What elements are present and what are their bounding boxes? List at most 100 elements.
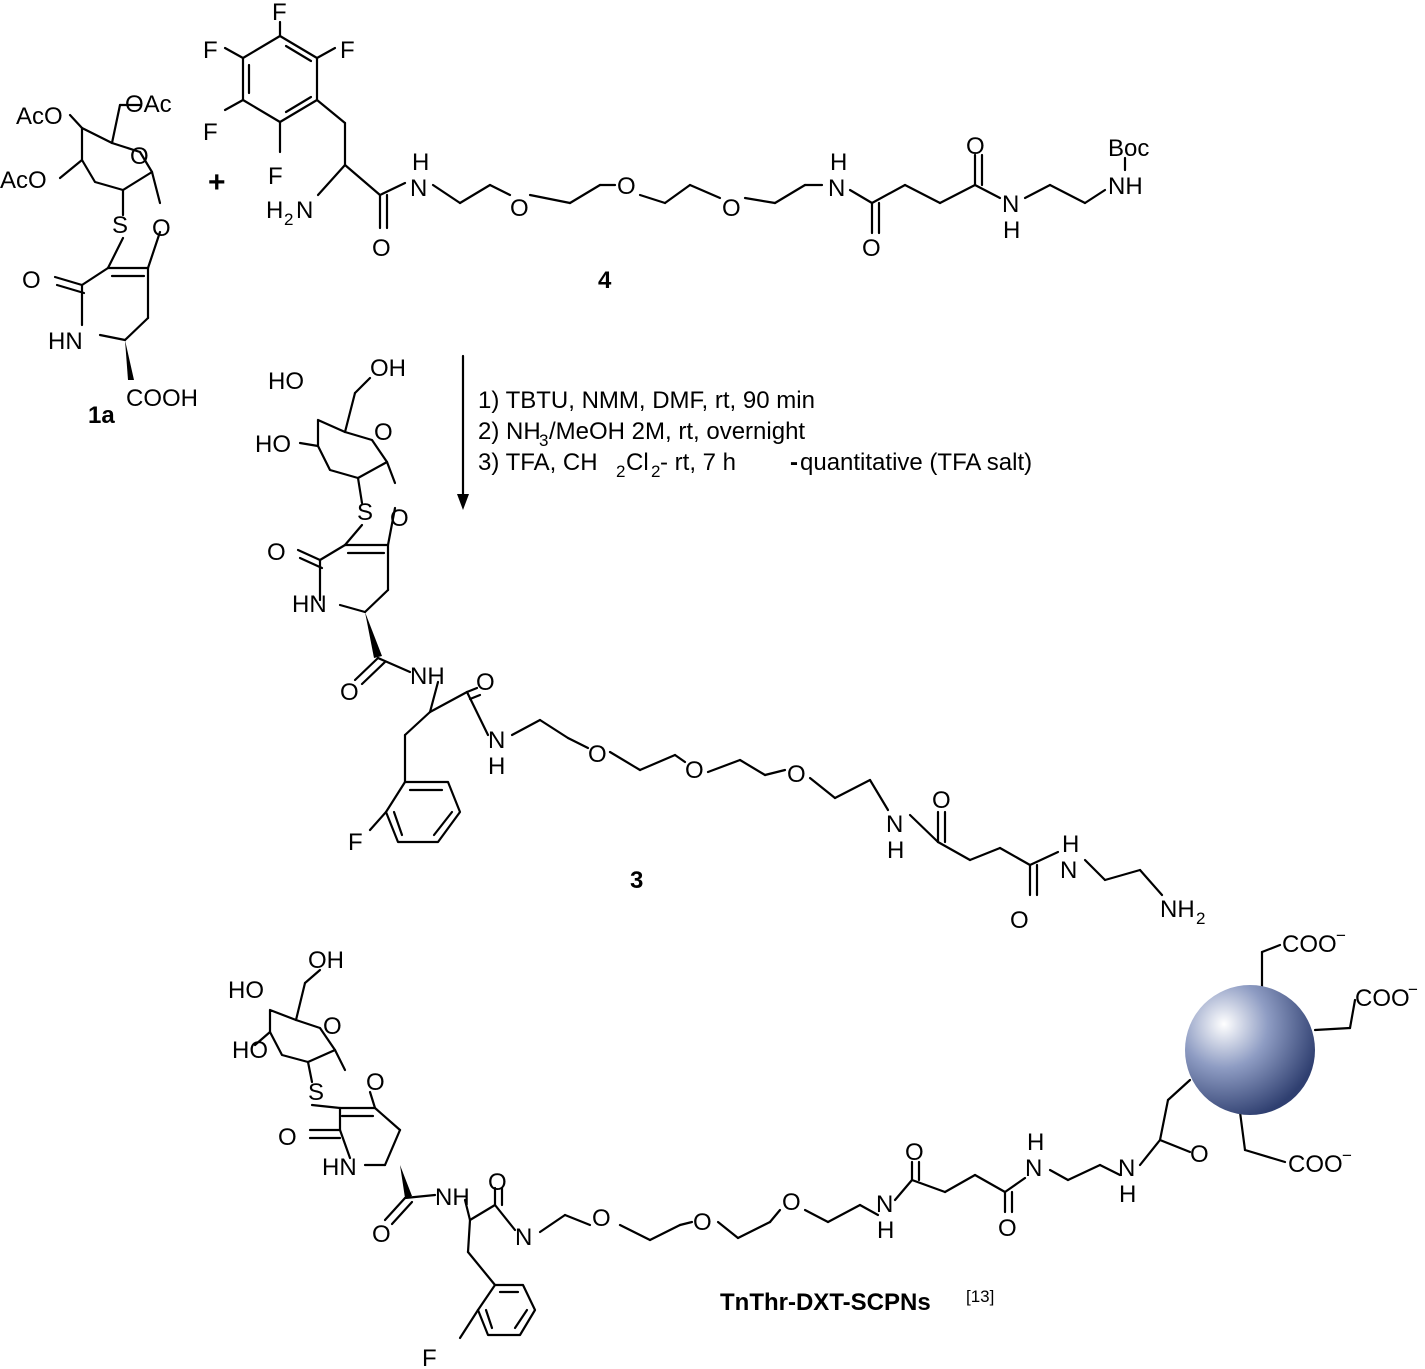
svg-text:2: 2 xyxy=(284,210,293,229)
compound-1a: AcO OAc AcO O S O O HN COOH 1a xyxy=(0,91,198,429)
fluorine-atom: F xyxy=(272,0,287,26)
svg-text:COO: COO xyxy=(1282,931,1337,958)
svg-text:COO: COO xyxy=(1355,985,1410,1012)
ether-oxygen: O xyxy=(617,173,636,200)
carbonyl-oxygen: O xyxy=(966,133,985,160)
carbonyl-oxygen: O xyxy=(932,787,951,814)
fluorine-atom: F xyxy=(348,829,363,856)
ring-oxygen: O xyxy=(130,143,149,170)
ring-oxygen: O xyxy=(323,1013,342,1040)
carbonyl-oxygen: O xyxy=(1190,1141,1209,1168)
amide-n: N xyxy=(1118,1155,1135,1182)
hydroxyl-group: HO xyxy=(255,431,291,458)
svg-text:H: H xyxy=(266,197,283,224)
amide-n: N xyxy=(1025,1155,1042,1182)
amide-h: H xyxy=(877,1217,894,1244)
acetate-label: AcO xyxy=(16,103,63,130)
acetate-label: AcO xyxy=(0,167,47,194)
condition-step-2: 2) NH 3 /MeOH 2M, rt, overnight xyxy=(478,418,805,450)
reaction-arrow xyxy=(457,354,469,510)
svg-text:2) NH: 2) NH xyxy=(478,418,541,445)
amine-group: H 2 N xyxy=(266,197,313,229)
compound-3: HO OH HO O S O O HN O NH O N H O O O N H… xyxy=(255,355,1205,934)
svg-text:2: 2 xyxy=(651,462,660,481)
compound-label-4: 4 xyxy=(598,267,612,294)
fluorine-atom: F xyxy=(203,119,218,146)
carbonyl-oxygen: O xyxy=(22,267,41,294)
ether-oxygen: O xyxy=(588,741,607,768)
carbonyl-oxygen: O xyxy=(998,1215,1017,1242)
hydroxyl-group: OH xyxy=(370,355,406,382)
amide-n: N xyxy=(876,1191,893,1218)
amide-h: H xyxy=(412,149,429,176)
boc-group: Boc xyxy=(1108,135,1149,162)
svg-text:COO: COO xyxy=(1288,1151,1343,1178)
condition-step-1: 1) TBTU, NMM, DMF, rt, 90 min xyxy=(478,387,815,414)
hydroxyl-group: OH xyxy=(308,947,344,974)
compound-label-1a: 1a xyxy=(88,402,115,429)
svg-text:TnThr-DXT-SCPNs: TnThr-DXT-SCPNs xyxy=(720,1289,931,1316)
svg-text:N: N xyxy=(296,197,313,224)
sulfur-atom: S xyxy=(357,499,373,526)
ether-oxygen: O xyxy=(592,1205,611,1232)
ether-oxygen: O xyxy=(722,195,741,222)
svg-text:2: 2 xyxy=(1196,909,1205,928)
hydroxyl-group: HO xyxy=(228,977,264,1004)
oxygen-atom: O xyxy=(366,1069,385,1096)
ring-oxygen: O xyxy=(374,419,393,446)
compound-label-final: TnThr-DXT-SCPNs [13] xyxy=(720,1287,994,1316)
carbonyl-oxygen: O xyxy=(372,235,391,262)
amide-h: H xyxy=(488,753,505,780)
ether-oxygen: O xyxy=(782,1189,801,1216)
carbonyl-oxygen: O xyxy=(476,669,495,696)
carbonyl-oxygen: O xyxy=(905,1139,924,1166)
amine-nh: NH xyxy=(1108,173,1143,200)
svg-text:NH: NH xyxy=(1160,896,1195,923)
carboxylic-acid: COOH xyxy=(126,385,198,412)
final-conjugate: OH HO HO O S O O HN O NH O N O O O N H O… xyxy=(228,926,1418,1369)
fluorine-atom: F xyxy=(203,37,218,64)
carbonyl-oxygen: O xyxy=(862,235,881,262)
plus-sign: + xyxy=(208,166,226,199)
amide-nh: NH xyxy=(410,663,445,690)
amide-h: H xyxy=(830,149,847,176)
ether-oxygen: O xyxy=(693,1209,712,1236)
hydroxyl-group: HO xyxy=(232,1037,268,1064)
ether-oxygen: O xyxy=(787,761,806,788)
svg-text:/MeOH 2M, rt, overnight: /MeOH 2M, rt, overnight xyxy=(549,418,805,445)
svg-text:quantitative (TFA salt): quantitative (TFA salt) xyxy=(800,449,1032,476)
svg-text:3: 3 xyxy=(539,431,548,450)
amide-nh: NH xyxy=(435,1184,470,1211)
amide-n: N xyxy=(410,175,427,202)
acetate-label: OAc xyxy=(125,91,172,118)
svg-text:Cl: Cl xyxy=(626,449,649,476)
terminal-amine: NH 2 xyxy=(1160,896,1205,928)
svg-text:[13]: [13] xyxy=(966,1287,994,1306)
svg-text:3) TFA, CH: 3) TFA, CH xyxy=(478,449,598,476)
svg-text:2: 2 xyxy=(616,462,625,481)
nanoparticle-sphere xyxy=(1185,985,1315,1115)
oxygen-atom: O xyxy=(390,505,409,532)
amide-n: N xyxy=(1002,191,1019,218)
carbonyl-oxygen: O xyxy=(278,1124,297,1151)
carbonyl-oxygen: O xyxy=(372,1221,391,1248)
carbonyl-oxygen: O xyxy=(267,539,286,566)
ether-oxygen: O xyxy=(685,757,704,784)
amide-nh: HN xyxy=(48,328,83,355)
carboxylate-group: COO − xyxy=(1288,1146,1352,1178)
reaction-conditions: 1) TBTU, NMM, DMF, rt, 90 min 2) NH 3 /M… xyxy=(478,387,1032,481)
fluorine-atom: F xyxy=(422,1345,437,1369)
amide-n: N xyxy=(1060,857,1077,884)
svg-text:−: − xyxy=(1408,980,1418,999)
carboxylate-group: COO − xyxy=(1282,926,1346,958)
carbonyl-oxygen: O xyxy=(340,679,359,706)
condition-step-3: 3) TFA, CH 2 Cl 2 - rt, 7 h - quantitati… xyxy=(478,449,1032,481)
sulfur-atom: S xyxy=(308,1079,324,1106)
compound-label-3: 3 xyxy=(630,867,643,894)
fluorine-atom: F xyxy=(268,163,283,190)
amide-h: H xyxy=(1027,1129,1044,1156)
hydroxyl-group: HO xyxy=(268,368,304,395)
amide-h: H xyxy=(1119,1181,1136,1208)
svg-text:−: − xyxy=(1342,1146,1352,1165)
